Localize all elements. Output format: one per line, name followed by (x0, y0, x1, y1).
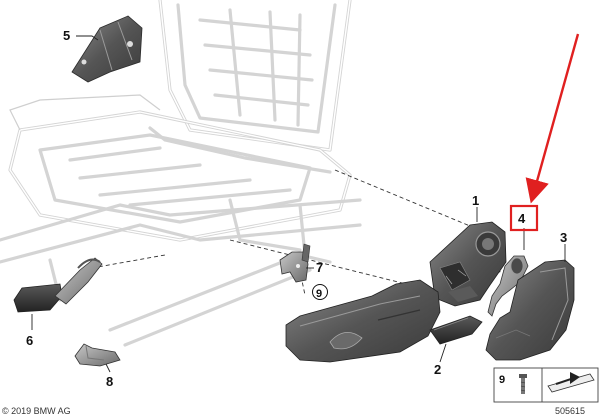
part-6-lever[interactable] (13, 257, 103, 313)
assembly-direction-icon (547, 372, 595, 393)
copyright-text: © 2019 BMW AG (2, 406, 71, 416)
part-7-bracket[interactable] (279, 243, 311, 283)
callout-1: 1 (472, 193, 479, 208)
part-8-clip[interactable] (74, 343, 121, 367)
part-2-switch[interactable] (429, 315, 483, 345)
callout-4: 4 (518, 211, 526, 226)
callout-9-circle (312, 284, 328, 300)
red-arrow-icon (525, 33, 580, 204)
callout-3: 3 (560, 230, 567, 245)
callout-4-highlight-box (509, 204, 539, 232)
callout-9: 9 (316, 288, 322, 300)
part-1-switch-housing[interactable] (429, 221, 507, 307)
callout-8: 8 (106, 374, 113, 389)
side-trim-panel[interactable] (285, 279, 441, 363)
diagram-number: 505615 (555, 406, 585, 416)
callout-5: 5 (63, 28, 70, 43)
leader-lines (31, 35, 566, 373)
callout-2: 2 (434, 362, 441, 377)
part-3-outer-trim[interactable] (485, 259, 575, 361)
screw-icon (519, 374, 527, 394)
legend-box: 9 (493, 367, 599, 403)
part-5-bracket[interactable] (71, 15, 143, 83)
part-4-cover-cap[interactable] (487, 255, 529, 317)
callout-6: 6 (26, 333, 33, 348)
callout-7: 7 (316, 260, 323, 275)
legend-item-9: 9 (499, 374, 505, 386)
